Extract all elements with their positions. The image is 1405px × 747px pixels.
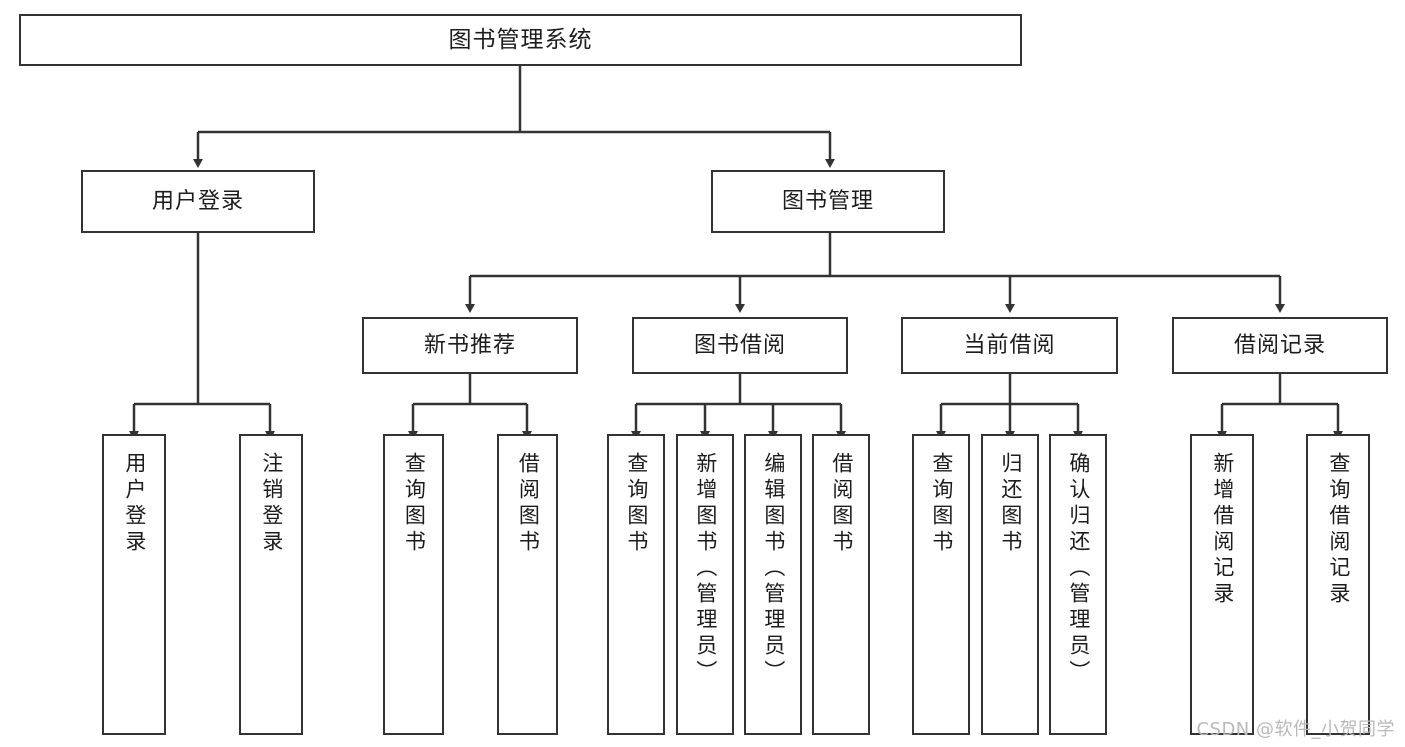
node-leaf-query-book-3-label: 查询图书 (929, 452, 954, 556)
node-leaf-query-book-1[interactable]: 查询图书 (383, 434, 444, 735)
node-current-borrow[interactable]: 当前借阅 (901, 317, 1118, 374)
node-leaf-borrow-book-2[interactable]: 借阅图书 (812, 434, 870, 735)
node-leaf-confirm-return[interactable]: 确认归还（管理员） (1049, 434, 1107, 735)
node-new-book-recommend[interactable]: 新书推荐 (362, 317, 578, 374)
node-user-login-label: 用户登录 (151, 188, 244, 214)
node-leaf-query-book-2-label: 查询图书 (624, 452, 649, 556)
node-leaf-edit-book-label: 编辑图书（管理员） (761, 452, 786, 686)
node-user-login[interactable]: 用户登录 (81, 170, 315, 233)
node-book-manage-label: 图书管理 (781, 188, 874, 214)
node-leaf-query-record[interactable]: 查询借阅记录 (1306, 434, 1370, 735)
node-leaf-borrow-book-2-label: 借阅图书 (829, 452, 854, 556)
node-leaf-edit-book[interactable]: 编辑图书（管理员） (744, 434, 802, 735)
node-leaf-return-book[interactable]: 归还图书 (981, 434, 1039, 735)
node-leaf-query-book-2[interactable]: 查询图书 (607, 434, 665, 735)
node-leaf-add-record-label: 新增借阅记录 (1210, 452, 1235, 608)
csdn-watermark: CSDN @软件_小贺同学 (1196, 719, 1395, 740)
node-leaf-logout-login[interactable]: 注销登录 (239, 434, 303, 735)
node-book-borrow[interactable]: 图书借阅 (632, 317, 848, 374)
node-root[interactable]: 图书管理系统 (19, 14, 1022, 66)
node-borrow-record-label: 借阅记录 (1233, 332, 1326, 358)
node-leaf-confirm-return-label: 确认归还（管理员） (1066, 452, 1091, 686)
node-leaf-add-book-label: 新增图书（管理员） (693, 452, 718, 686)
node-leaf-add-record[interactable]: 新增借阅记录 (1190, 434, 1254, 735)
node-leaf-query-record-label: 查询借阅记录 (1326, 452, 1351, 608)
node-leaf-return-book-label: 归还图书 (998, 452, 1023, 556)
node-book-borrow-label: 图书借阅 (693, 332, 786, 358)
node-book-manage[interactable]: 图书管理 (711, 170, 945, 233)
node-borrow-record[interactable]: 借阅记录 (1172, 317, 1388, 374)
node-leaf-query-book-1-label: 查询图书 (402, 452, 427, 556)
node-leaf-borrow-book-1-label: 借阅图书 (516, 452, 541, 556)
node-current-borrow-label: 当前借阅 (963, 332, 1056, 358)
node-root-label: 图书管理系统 (448, 26, 593, 53)
node-leaf-add-book[interactable]: 新增图书（管理员） (676, 434, 734, 735)
node-leaf-logout-login-label: 注销登录 (259, 452, 284, 556)
node-leaf-user-login-label: 用户登录 (122, 452, 147, 556)
node-leaf-borrow-book-1[interactable]: 借阅图书 (497, 434, 558, 735)
node-leaf-query-book-3[interactable]: 查询图书 (912, 434, 970, 735)
node-new-book-recommend-label: 新书推荐 (423, 332, 516, 358)
node-leaf-user-login[interactable]: 用户登录 (102, 434, 166, 735)
